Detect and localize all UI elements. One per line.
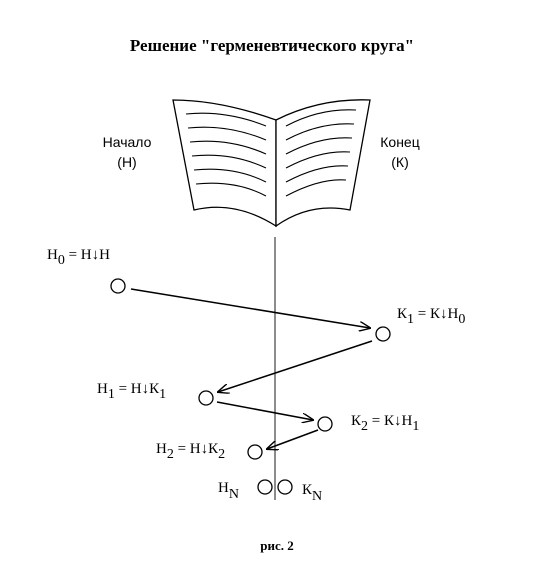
diagram-title: Решение "герменевтического круга" <box>130 36 414 55</box>
nodes <box>110 278 391 495</box>
node-h2 <box>247 444 263 460</box>
arrow-k2-h2 <box>267 429 319 449</box>
book-icon <box>172 99 371 228</box>
iteration-arrows <box>130 288 373 449</box>
book-right-page-lines <box>285 109 357 197</box>
node-k2 <box>317 416 333 432</box>
arrow-h1-k2 <box>216 401 313 420</box>
label-h1: Н1 = Н↓К1 <box>97 381 166 402</box>
end-abbr: (К) <box>391 154 408 170</box>
node-kn <box>277 479 293 495</box>
node-h1 <box>198 390 214 406</box>
end-label: Конец <box>380 134 419 150</box>
label-h2: Н2 = Н↓К2 <box>156 441 225 462</box>
node-hn <box>257 479 273 495</box>
node-h0 <box>110 278 126 294</box>
label-k1: К1 = К↓Н0 <box>397 306 465 327</box>
arrow-k1-h1 <box>218 340 373 392</box>
beginning-abbr: (Н) <box>117 154 136 170</box>
label-kn: КN <box>302 482 322 504</box>
node-k1 <box>375 326 391 342</box>
figure-caption: рис. 2 <box>260 538 294 553</box>
label-hn: НN <box>218 480 239 502</box>
beginning-label: Начало <box>103 134 152 150</box>
label-k2: К2 = К↓Н1 <box>351 413 419 434</box>
label-h0: Н0 = Н↓Н <box>47 247 110 268</box>
book-left-page-lines <box>185 112 267 197</box>
arrow-h0-k1 <box>130 288 370 328</box>
